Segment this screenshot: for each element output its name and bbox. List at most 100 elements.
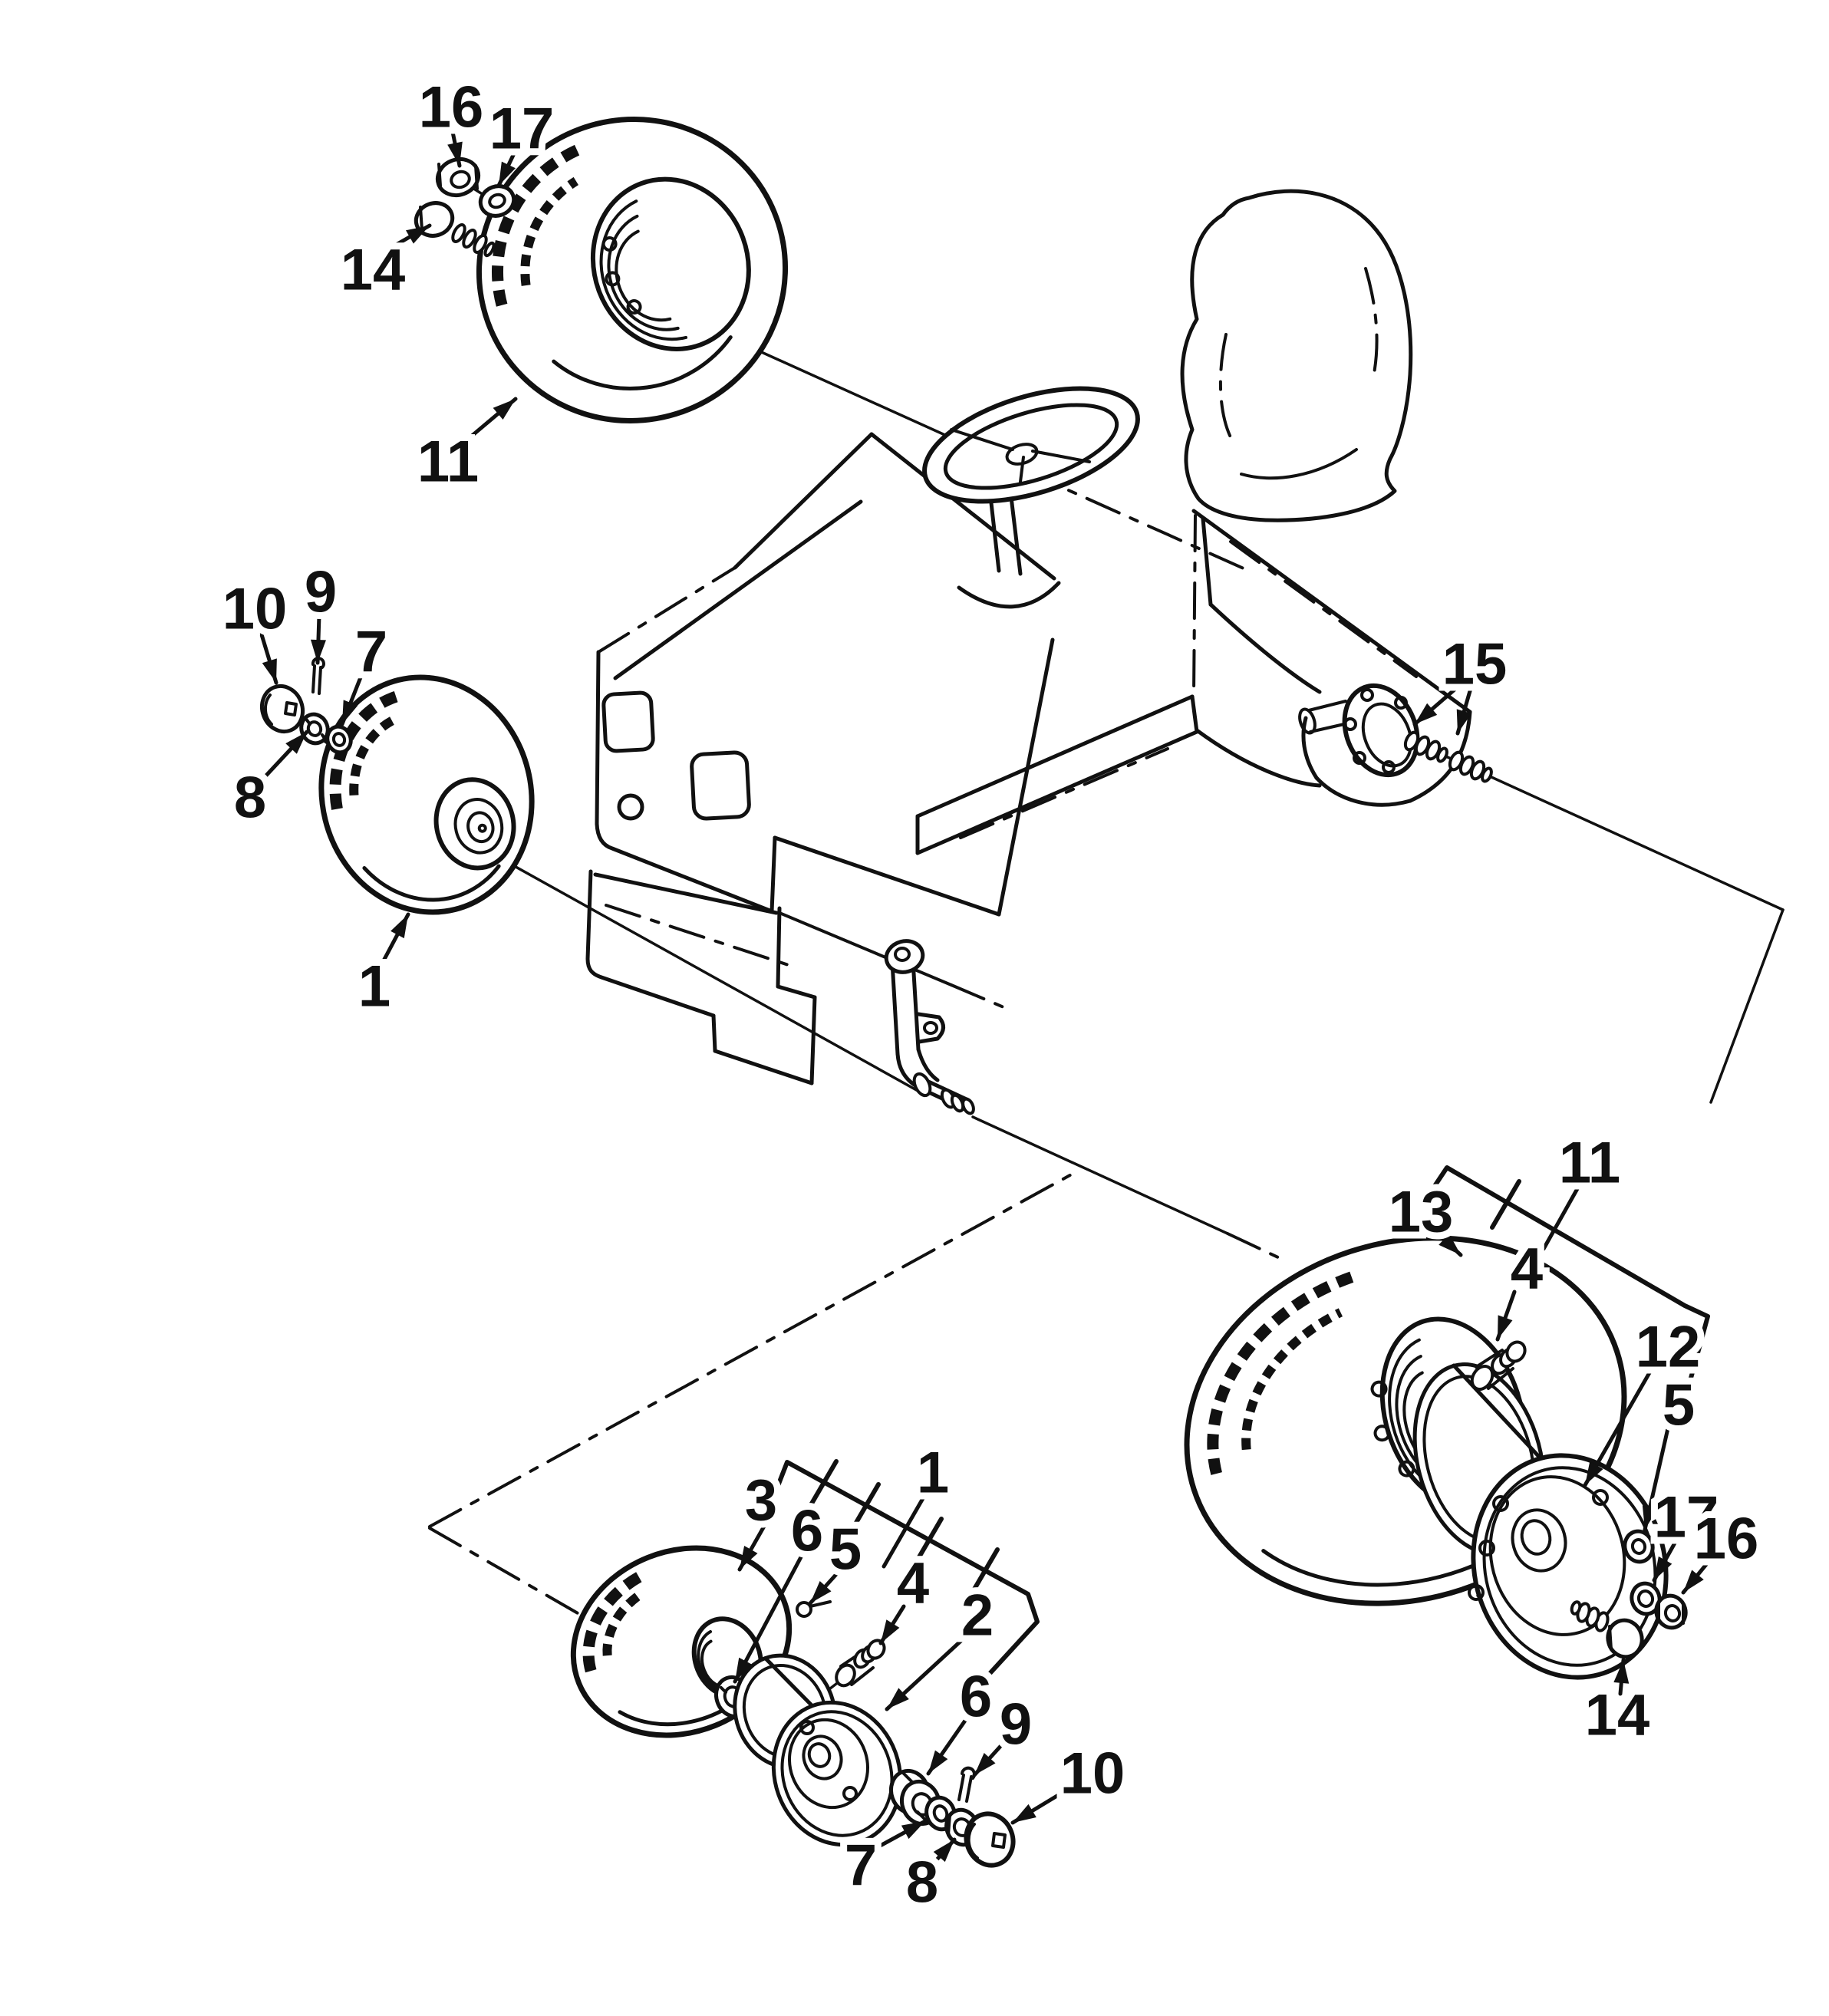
callout-11-22: 11 (1541, 1124, 1627, 1251)
headlight-left (601, 690, 655, 753)
callout-label-3: 3 (745, 1468, 777, 1533)
callout-14-28: 14 (1578, 1658, 1656, 1755)
lug-nut-16 (435, 156, 481, 198)
callout-label-4: 4 (1511, 1237, 1543, 1302)
callout-arrowhead (901, 1821, 925, 1840)
callout-arrowhead (1415, 703, 1438, 724)
hub-cap-10-front (964, 1811, 1016, 1868)
washer-17-rear (1630, 1581, 1662, 1616)
callout-arrowhead (493, 399, 516, 420)
steering-wheel (922, 386, 1140, 504)
callout-label-9: 9 (305, 560, 337, 625)
cotter-pin-9-front (957, 1766, 976, 1803)
callout-label-1: 1 (917, 1441, 949, 1506)
front-spindle (884, 939, 975, 1115)
callout-arrowhead (1456, 709, 1471, 733)
callout-label-14: 14 (1585, 1683, 1650, 1748)
callout-arrowhead (499, 161, 516, 186)
rear-fender-deck (1191, 509, 1472, 807)
callout-leader (1541, 1184, 1581, 1251)
seat (1180, 189, 1413, 522)
rear-wheel-exploded (1184, 1235, 1688, 1680)
washer-17 (478, 184, 516, 218)
bracket-front-wheel-group (774, 1460, 1040, 1679)
callout-label-12: 12 (1636, 1315, 1701, 1380)
steering-hub (1005, 443, 1039, 466)
front-bumper-frame (585, 869, 1014, 1085)
footboard (915, 694, 1199, 855)
callout-label-2: 2 (961, 1583, 994, 1649)
callout-label-7: 7 (845, 1833, 877, 1899)
callout-17-26: 17 (1647, 1478, 1725, 1583)
callout-16-0: 16 (412, 68, 490, 168)
callout-1-13: 1 (882, 1434, 956, 1569)
callout-10-18: 10 (1010, 1734, 1132, 1825)
callout-6-11: 6 (733, 1492, 830, 1684)
callout-11-3: 11 (410, 397, 518, 502)
callout-label-1: 1 (358, 954, 391, 1020)
callout-7-19: 7 (838, 1819, 928, 1906)
callout-leader (733, 1552, 805, 1684)
callout-13-21: 13 (1382, 1173, 1463, 1257)
rim-2 (733, 1653, 903, 1847)
bracket-lines (774, 1165, 1710, 1679)
lug-bolts-15 (1403, 730, 1493, 783)
callout-8-20: 8 (899, 1837, 957, 1922)
callout-arrowhead (405, 226, 430, 244)
callout-7-6: 7 (340, 613, 394, 726)
callout-arrowhead (933, 1840, 954, 1863)
callout-12-24: 12 (1583, 1308, 1707, 1487)
callout-arrowhead (1642, 1505, 1658, 1530)
cotter-pin-9 (311, 657, 325, 695)
callout-arrowhead (928, 1750, 948, 1774)
callout-8-7: 8 (227, 730, 309, 838)
callout-arrowhead (1654, 1556, 1672, 1580)
callout-arrowhead (1613, 1660, 1630, 1684)
lug-nut-5 (1623, 1529, 1655, 1564)
callout-label-16: 16 (1694, 1507, 1759, 1572)
callout-10-4: 10 (216, 570, 294, 685)
wheel-rear-left-assembly (414, 117, 789, 423)
callout-14-2: 14 (334, 223, 432, 310)
callout-5-12: 5 (808, 1510, 868, 1606)
callout-arrowhead (974, 1753, 996, 1775)
callout-arrowhead (342, 700, 358, 724)
callout-label-16: 16 (419, 75, 484, 140)
callout-9-17: 9 (972, 1685, 1039, 1777)
callout-label-11: 11 (1559, 1131, 1620, 1196)
callout-15-9: 15 (1412, 625, 1514, 736)
rear-axle-hub (1298, 683, 1493, 783)
callout-arrowhead (887, 1688, 909, 1709)
callout-arrowhead (735, 1657, 753, 1682)
callout-3-10: 3 (737, 1461, 784, 1572)
callout-label-7: 7 (355, 620, 387, 685)
callout-leader (882, 1492, 928, 1569)
callout-label-10: 10 (222, 577, 288, 642)
washer-7 (325, 724, 353, 755)
callout-label-6: 6 (960, 1665, 992, 1730)
callout-arrowhead (447, 141, 463, 166)
callout-17-1: 17 (483, 90, 561, 188)
tire-11 (476, 117, 789, 423)
callout-label-9: 9 (1000, 1692, 1032, 1757)
callout-label-4: 4 (897, 1551, 929, 1616)
callout-label-6: 6 (791, 1499, 823, 1564)
callout-label-13: 13 (1389, 1180, 1454, 1245)
callout-label-10: 10 (1060, 1741, 1125, 1807)
callout-arrowhead (881, 1619, 900, 1643)
callout-arrowhead (810, 1581, 832, 1603)
callout-arrowhead (1013, 1804, 1036, 1823)
bracket-rear-wheel-group (1426, 1165, 1710, 1431)
wheel-bolt-14-rear (1570, 1600, 1644, 1659)
callout-label-5: 5 (1663, 1373, 1695, 1438)
callout-arrowhead (1585, 1461, 1603, 1485)
callout-6-16: 6 (926, 1658, 999, 1776)
callout-9-5: 9 (298, 553, 344, 665)
callout-label-17: 17 (489, 97, 555, 162)
callout-arrowhead (285, 732, 307, 754)
hub-cap-10 (260, 684, 305, 734)
callout-label-5: 5 (829, 1517, 862, 1583)
